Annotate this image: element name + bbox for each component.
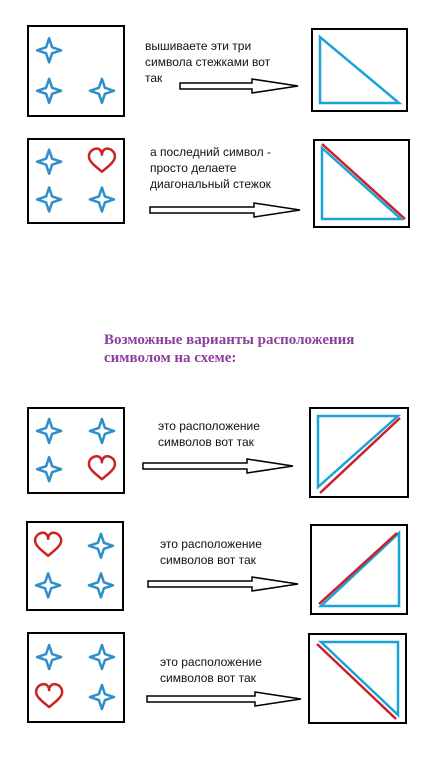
row-1 — [27, 25, 408, 117]
row-1-text-line-1: вышиваете эти три — [145, 39, 252, 53]
row-5-diagonal-stitch — [316, 643, 397, 720]
row-3-text: это расположение символов вот так — [158, 418, 308, 450]
row-4-diagonal-stitch — [318, 532, 398, 605]
row-4-text-line-1: это расположение — [160, 537, 262, 551]
row-5-text-line-1: это расположение — [160, 655, 262, 669]
row-4-symbol-box — [26, 521, 124, 611]
row-2-stitch-triangle — [320, 145, 405, 221]
row-3-cross-icon-2 — [88, 417, 116, 445]
row-4-cross-icon-4 — [87, 572, 115, 599]
row-3-cross-icon-3 — [35, 455, 63, 483]
row-2-diagonal-stitch — [321, 143, 406, 220]
row-5-arrow — [146, 691, 302, 707]
row-2-cross-icon-1 — [35, 148, 63, 175]
row-3-heart-icon-4 — [87, 454, 117, 481]
row-1-text: вышиваете эти три символа стежками вот т… — [145, 38, 310, 86]
row-5-cross-icon-2 — [88, 643, 116, 671]
row-4-cross-icon-2 — [87, 532, 115, 560]
row-1-stitch-triangle — [318, 34, 403, 105]
row-5-cross-icon-4 — [88, 683, 116, 711]
row-2-cross-icon-3 — [35, 186, 63, 213]
row-2-text-line-3: диагональный стежок — [150, 177, 271, 191]
row-5 — [27, 632, 407, 724]
row-5-cross-icon-1 — [35, 643, 63, 671]
row-3-diagonal-stitch — [319, 417, 401, 494]
rows-layer — [26, 25, 410, 724]
row-4-cross-icon-3 — [34, 572, 62, 599]
row-2-text-line-2: просто делаете — [150, 161, 237, 175]
row-5-stitch-triangle — [317, 640, 400, 718]
row-2 — [27, 138, 410, 228]
row-2-result-box — [313, 139, 410, 228]
row-5-result-box — [308, 633, 407, 724]
row-5-symbol-box — [27, 632, 125, 723]
row-4-result-box — [310, 524, 408, 615]
row-2-heart-icon-2 — [87, 147, 117, 173]
row-2-text: а последний символ - просто делаете диаг… — [150, 144, 315, 192]
row-1-text-line-2: символа стежками вот — [145, 55, 271, 69]
section-heading-line-2: символом на схеме: — [104, 350, 237, 366]
row-3-result-box — [309, 407, 409, 498]
row-5-text-line-2: символов вот так — [160, 671, 256, 685]
row-1-cross-icon-1 — [35, 37, 63, 64]
row-5-text: это расположение символов вот так — [160, 654, 310, 686]
row-4-heart-icon-1 — [33, 531, 63, 558]
row-3-text-line-2: символов вот так — [158, 435, 254, 449]
row-1-symbol-box — [27, 25, 125, 117]
row-2-text-line-1: а последний символ - — [150, 145, 271, 159]
row-3 — [27, 407, 409, 498]
row-4-text: это расположение символов вот так — [160, 536, 310, 568]
row-1-result-box — [311, 28, 408, 112]
row-4-arrow — [147, 576, 299, 592]
row-3-text-line-1: это расположение — [158, 419, 260, 433]
row-3-symbol-box — [27, 407, 125, 494]
row-1-cross-icon-4 — [88, 77, 116, 105]
row-1-arrow — [179, 78, 299, 94]
section-heading: Возможные варианты расположения символом… — [104, 331, 424, 367]
row-1-text-line-3: так — [145, 71, 163, 85]
section-heading-line-1: Возможные варианты расположения — [104, 332, 355, 348]
row-3-stitch-triangle — [316, 414, 402, 490]
row-4 — [26, 521, 408, 615]
row-2-symbol-box — [27, 138, 125, 224]
row-4-text-line-2: символов вот так — [160, 553, 256, 567]
row-2-arrow — [149, 202, 301, 218]
row-5-heart-icon-3 — [34, 682, 64, 709]
row-2-cross-icon-4 — [88, 186, 116, 213]
row-3-cross-icon-1 — [35, 417, 63, 445]
row-3-arrow — [142, 458, 294, 474]
row-1-cross-icon-3 — [35, 77, 63, 105]
row-4-stitch-triangle — [317, 530, 401, 608]
